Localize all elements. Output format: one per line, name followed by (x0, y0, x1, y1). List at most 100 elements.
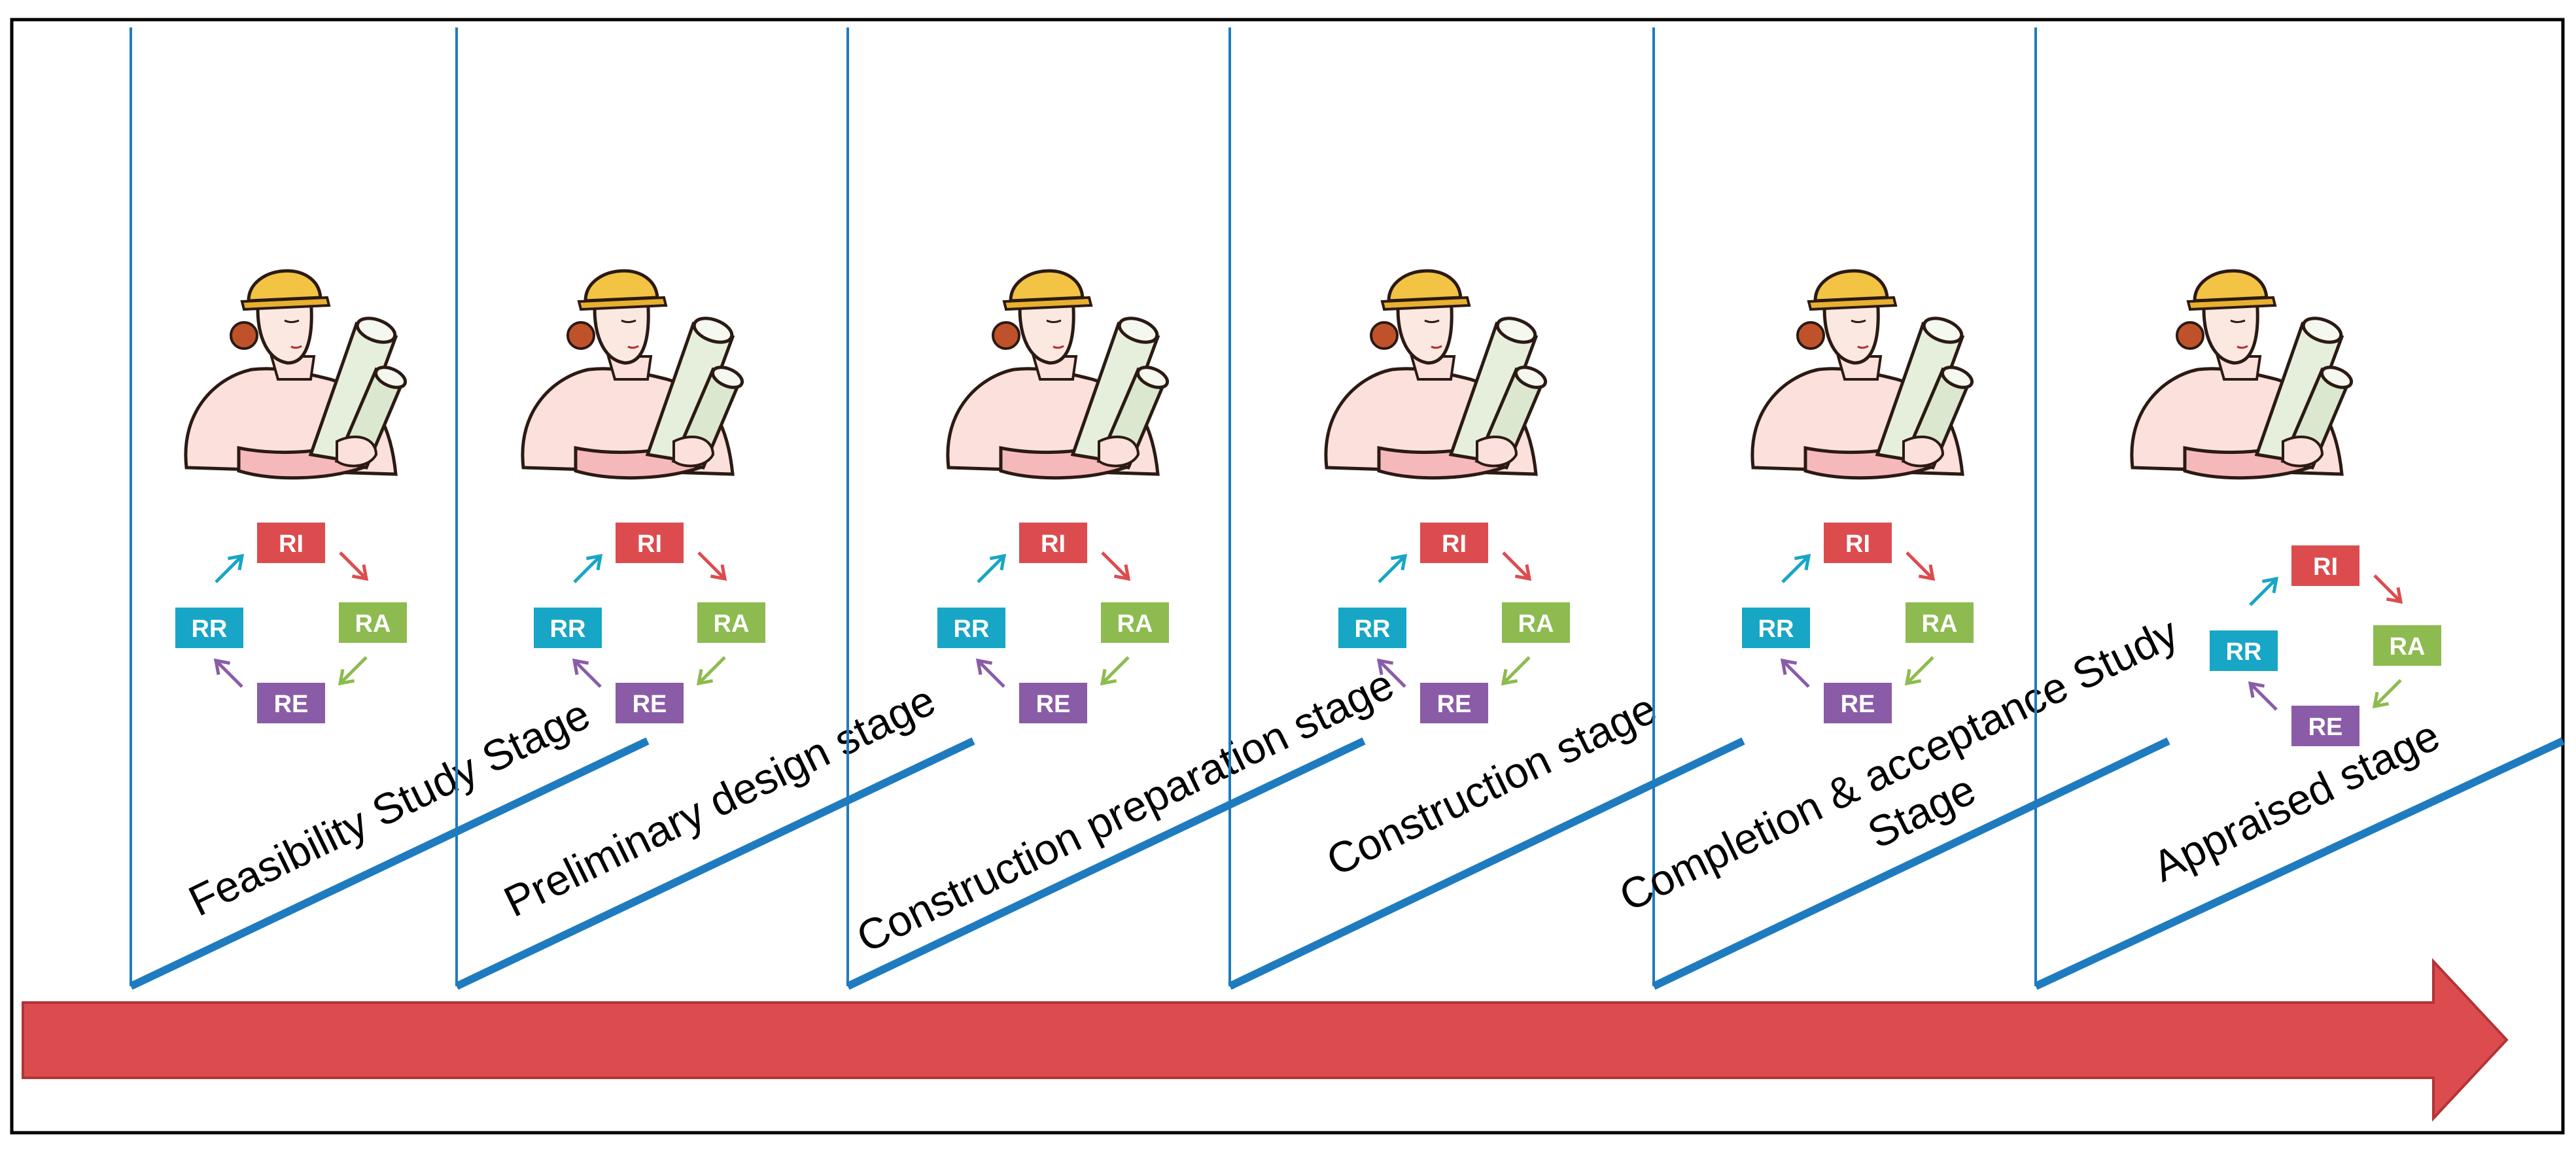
cycle-arrow-icon (2372, 679, 2402, 709)
engineer-with-blueprints-icon (523, 271, 745, 477)
cycle-arrow-icon (2249, 576, 2279, 606)
stage-baseline (1652, 737, 2170, 990)
badge-label: RA (1922, 610, 1958, 638)
badge-label: RR (1355, 615, 1391, 643)
cycle-badge-rr: RR (2210, 630, 2278, 671)
cycle-badge-ri: RI (257, 523, 325, 563)
badge-label: RI (2313, 553, 2338, 581)
cycle-arrow-icon (1378, 553, 1408, 583)
badge-box (616, 523, 684, 563)
engineer-with-blueprints-icon (1752, 271, 1975, 477)
badge-label: RI (1442, 530, 1467, 558)
stage-label: Completion & acceptance StudyStage (1612, 608, 2208, 967)
badge-box (257, 683, 325, 723)
stage-baseline (455, 737, 975, 990)
badge-box (1824, 683, 1892, 723)
diagram-frame (10, 18, 2565, 1135)
badge-label: RR (192, 615, 228, 643)
badge-label: RI (1041, 530, 1066, 558)
badge-label: RR (550, 615, 586, 643)
badge-box (1019, 683, 1087, 723)
stage-baseline (2034, 737, 2565, 990)
badge-box (257, 523, 325, 563)
cycle-arrow-icon (1904, 656, 1934, 686)
badge-label: RR (1758, 615, 1794, 643)
badge-box (1906, 602, 1974, 643)
cycle-badge-re: RE (1019, 683, 1087, 723)
cycle-badge-rr: RR (1742, 608, 1810, 648)
cycle-arrow-icon (1100, 656, 1130, 686)
cycle-badge-ra: RA (2373, 625, 2441, 666)
cycle-badge-rr: RR (1338, 608, 1406, 648)
badge-box (697, 602, 765, 643)
cycle-arrow-icon (338, 656, 368, 686)
badge-box (2291, 545, 2359, 586)
cycle-arrow-icon (1502, 551, 1532, 581)
cycle-arrow-icon (572, 658, 602, 688)
badge-label: RE (1036, 691, 1071, 718)
cycle-badge-ri: RI (1019, 523, 1087, 563)
badge-label: RA (1117, 610, 1153, 638)
cycle-badge-re: RE (1420, 683, 1488, 723)
cycle-badge-ra: RA (1502, 602, 1570, 643)
badge-box (2373, 625, 2441, 666)
cycle-badge-ri: RI (2291, 545, 2359, 586)
cycle-arrow-icon (213, 658, 243, 688)
cycle-arrow-icon (975, 658, 1005, 688)
cycle-arrow-icon (2248, 681, 2278, 711)
badge-label: RA (2390, 633, 2426, 661)
badge-box (1420, 683, 1488, 723)
risk-cycle: RI RA RE RR (534, 523, 765, 723)
cycle-badge-re: RE (2291, 706, 2359, 746)
cycle-badge-ra: RA (697, 602, 765, 643)
badge-box (1420, 523, 1488, 563)
engineer-with-blueprints-icon (186, 271, 408, 477)
cycle-badge-re: RE (1824, 683, 1892, 723)
badge-label: RA (714, 610, 750, 638)
stage-baseline (129, 737, 650, 990)
cycle-badge-rr: RR (175, 608, 243, 648)
cycle-arrow-icon (1781, 553, 1811, 583)
cycle-badge-rr: RR (534, 608, 602, 648)
engineer-with-blueprints-icon (948, 271, 1170, 477)
badge-box (1019, 523, 1087, 563)
badge-label: RE (633, 691, 667, 718)
badge-box (616, 683, 684, 723)
badge-box (1824, 523, 1892, 563)
risk-cycle: RI RA RE RR (1338, 523, 1570, 723)
cycle-arrow-icon (339, 551, 369, 581)
badge-box (2210, 630, 2278, 671)
risk-cycle: RI RA RE RR (937, 523, 1169, 723)
badge-box (175, 608, 243, 648)
badge-box (1742, 608, 1810, 648)
badge-box (937, 608, 1005, 648)
cycle-arrow-icon (2373, 574, 2403, 604)
cycle-arrow-icon (697, 551, 727, 581)
risk-cycle: RI RA RE RR (2210, 545, 2441, 746)
cycle-badge-ra: RA (339, 602, 407, 643)
badge-box (1101, 602, 1169, 643)
badge-box (1502, 602, 1570, 643)
badge-label: RE (1841, 691, 1875, 718)
cycle-badge-ra: RA (1101, 602, 1169, 643)
badge-box (1338, 608, 1406, 648)
cycle-arrow-icon (1501, 656, 1531, 686)
badge-label: RR (2226, 638, 2262, 666)
badge-label: RA (355, 610, 391, 638)
badge-label: RA (1518, 610, 1554, 638)
cycle-badge-ri: RI (1420, 523, 1488, 563)
cycle-badge-rr: RR (937, 608, 1005, 648)
cycle-arrow-icon (1780, 658, 1810, 688)
cycle-arrow-icon (215, 553, 245, 583)
cycle-badge-ri: RI (616, 523, 684, 563)
badge-label: RR (954, 615, 990, 643)
